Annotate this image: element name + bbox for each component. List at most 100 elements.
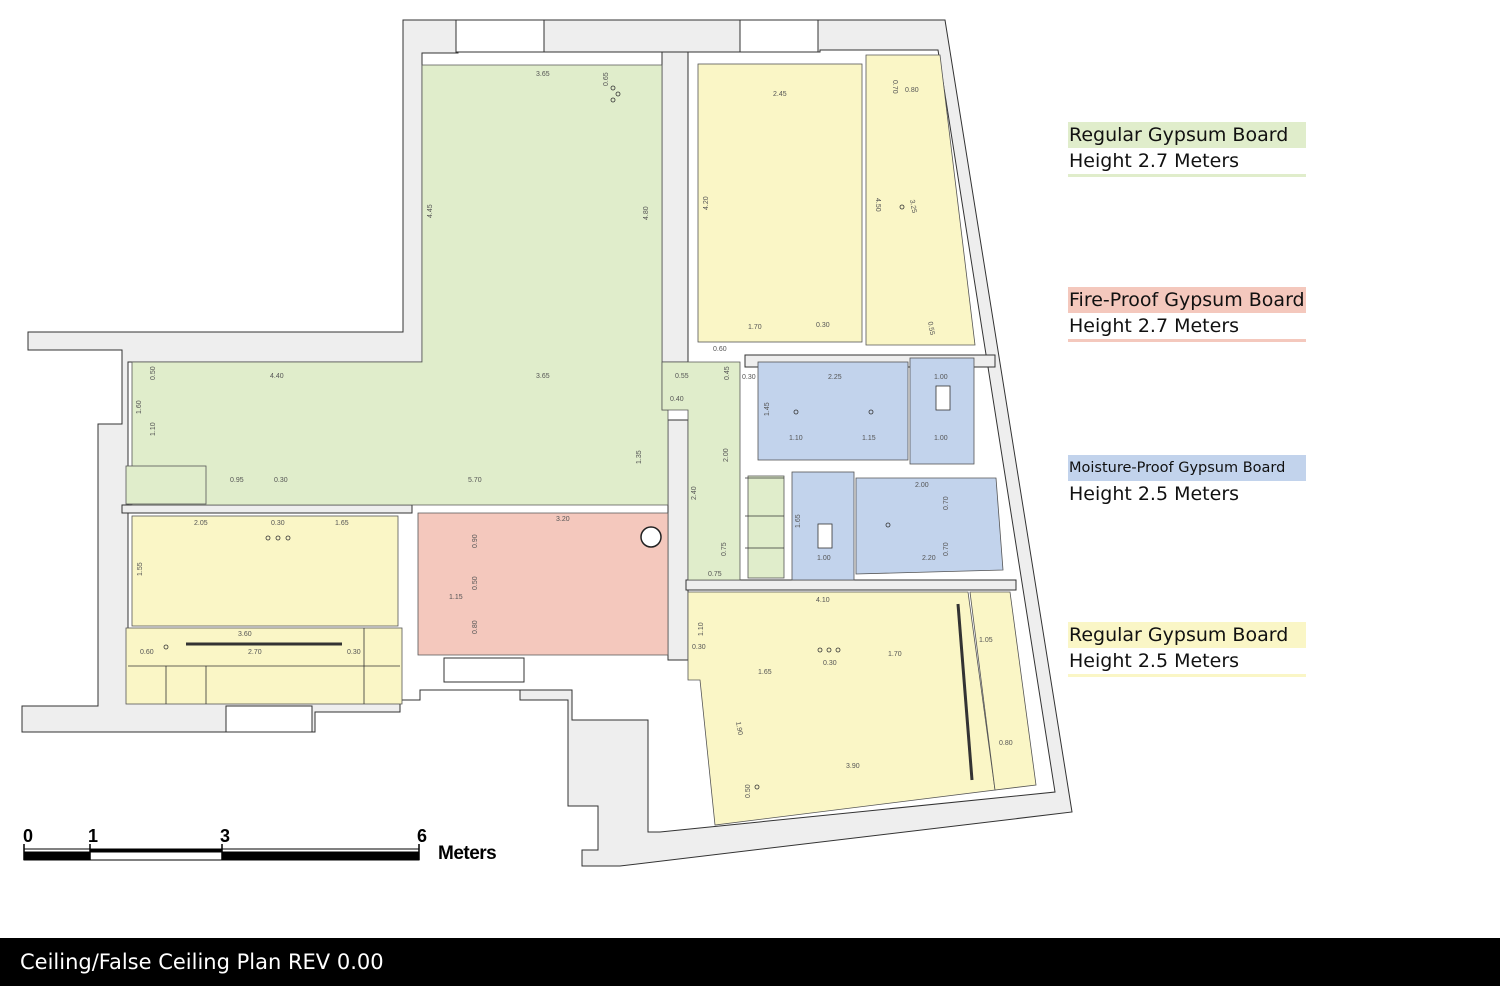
legend-height: Height 2.5 Meters bbox=[1068, 648, 1306, 677]
fixtures bbox=[128, 85, 974, 790]
dimension-label: 4.20 bbox=[703, 196, 710, 210]
legend-height: Height 2.7 Meters bbox=[1068, 148, 1306, 177]
dimension-label: 0.30 bbox=[692, 644, 706, 651]
dimension-label: 1.90 bbox=[734, 721, 743, 736]
partition-wall-5 bbox=[121, 504, 413, 514]
zone-regular-2-5-bedroom-1 bbox=[697, 63, 863, 343]
dimension-label: 2.40 bbox=[691, 486, 698, 500]
zone-regular-2-5-room-left bbox=[131, 515, 399, 627]
dimension-label: 0.40 bbox=[670, 396, 684, 403]
dimension-label: 1.65 bbox=[758, 669, 772, 676]
dimension-label: 0.30 bbox=[271, 520, 285, 527]
dimension-label: 0.70 bbox=[943, 542, 950, 556]
dimension-label: 0.50 bbox=[745, 784, 752, 798]
dimension-label: 1.65 bbox=[335, 520, 349, 527]
dimension-label: 1.10 bbox=[698, 622, 705, 636]
dimension-label: 1.10 bbox=[789, 435, 803, 442]
bottom-window-1 bbox=[225, 705, 313, 733]
dimension-label: 2.00 bbox=[915, 482, 929, 489]
dimension-label: 5.70 bbox=[468, 477, 482, 484]
scale-tick-3: 3 bbox=[220, 826, 231, 846]
legend-item-moisture-proof: Moisture-Proof Gypsum Board Height 2.5 M… bbox=[1068, 455, 1306, 510]
dimension-label: 0.30 bbox=[816, 322, 830, 329]
top-window-2 bbox=[739, 19, 819, 53]
dimension-label: 1.10 bbox=[150, 422, 157, 436]
zone-regular-2-7-closet-2 bbox=[125, 465, 207, 505]
dimension-label: 1.35 bbox=[636, 450, 643, 464]
dimension-label: 0.75 bbox=[708, 571, 722, 578]
legend-height: Height 2.7 Meters bbox=[1068, 313, 1306, 342]
dimension-label: 0.30 bbox=[742, 374, 756, 381]
dimension-label: 0.55 bbox=[926, 321, 935, 336]
dimension-label: 4.45 bbox=[427, 204, 434, 218]
partition-wall-2 bbox=[667, 419, 689, 661]
dimension-label: 0.80 bbox=[999, 740, 1013, 747]
dimension-label: 1.55 bbox=[137, 562, 144, 576]
dimension-label: 0.30 bbox=[823, 660, 837, 667]
dimension-label: 0.30 bbox=[347, 649, 361, 656]
dimension-label: 3.65 bbox=[536, 71, 550, 78]
dimension-label: 4.40 bbox=[270, 373, 284, 380]
dimension-label: 1.65 bbox=[795, 514, 802, 528]
dimension-label: 0.75 bbox=[721, 542, 728, 556]
zone-moisture-proof-bath-2b bbox=[855, 477, 1004, 575]
scale-unit: Meters bbox=[438, 843, 497, 864]
dimension-label: 0.90 bbox=[472, 534, 479, 548]
dimension-label: 3.65 bbox=[536, 373, 550, 380]
dimension-label: 3.20 bbox=[556, 516, 570, 523]
scale-tick-1: 1 bbox=[88, 826, 99, 846]
dimension-label: 2.70 bbox=[248, 649, 262, 656]
dimension-label: 0.50 bbox=[472, 576, 479, 590]
dimension-label: 1.00 bbox=[934, 435, 948, 442]
dimension-label: 0.30 bbox=[274, 477, 288, 484]
scale-tick-6: 6 bbox=[417, 826, 428, 846]
dimension-label: 1.60 bbox=[136, 400, 143, 414]
legend-item-fire-proof: Fire-Proof Gypsum Board Height 2.7 Meter… bbox=[1068, 287, 1306, 342]
zone-moisture-proof-bath-1 bbox=[757, 361, 909, 461]
dimension-label: 4.80 bbox=[643, 206, 650, 220]
dimension-label: 2.05 bbox=[194, 520, 208, 527]
dimension-label: 0.60 bbox=[140, 649, 154, 656]
dimension-label: 0.80 bbox=[472, 620, 479, 634]
dimension-label: 1.70 bbox=[888, 651, 902, 658]
legend-label: Fire-Proof Gypsum Board bbox=[1068, 287, 1306, 313]
dimension-label: 3.60 bbox=[238, 631, 252, 638]
dimension-label: 2.00 bbox=[723, 448, 730, 462]
zone-regular-2-7-corridor bbox=[661, 361, 741, 581]
scale-bar bbox=[23, 844, 420, 861]
legend-label: Regular Gypsum Board bbox=[1068, 122, 1306, 148]
dimension-label: 3.90 bbox=[846, 763, 860, 770]
zone-regular-2-7-main bbox=[131, 64, 669, 506]
partition-wall-1 bbox=[661, 51, 689, 363]
bottom-window-2 bbox=[443, 657, 525, 683]
dimension-label: 2.45 bbox=[773, 91, 787, 98]
dimension-label: 1.00 bbox=[817, 555, 831, 562]
footer-title-bar: Ceiling/False Ceiling Plan REV 0.00 bbox=[0, 938, 1500, 986]
dimension-label: 2.25 bbox=[828, 374, 842, 381]
legend-label: Moisture-Proof Gypsum Board bbox=[1068, 455, 1306, 481]
dimension-label: 0.80 bbox=[905, 87, 919, 94]
zone-moisture-proof-bath-1b bbox=[909, 357, 975, 465]
dimension-label: 1.70 bbox=[748, 324, 762, 331]
zone-regular-2-5-bedroom-2 bbox=[687, 591, 996, 826]
dimension-label: 4.50 bbox=[874, 198, 881, 212]
dimension-label: 0.55 bbox=[675, 373, 689, 380]
dimension-label: 1.15 bbox=[862, 435, 876, 442]
dimension-label: 0.70 bbox=[891, 80, 898, 94]
kitchen-hood-icon bbox=[640, 526, 662, 548]
legend-height: Height 2.5 Meters bbox=[1068, 481, 1306, 510]
zone-regular-2-7-closet-1 bbox=[747, 475, 785, 579]
dimension-label: 2.20 bbox=[922, 555, 936, 562]
dimension-label: 1.45 bbox=[764, 402, 771, 416]
dimension-label: 0.45 bbox=[724, 366, 731, 380]
zone-regular-2-5-wardrobe-1 bbox=[865, 54, 976, 346]
top-window-1 bbox=[455, 19, 545, 53]
ceiling-plan-drawing: 3.65 0.65 4.45 4.80 4.40 3.65 0.55 0.45 … bbox=[21, 19, 1073, 867]
dimension-label: 4.10 bbox=[816, 597, 830, 604]
dimension-label: 0.60 bbox=[713, 346, 727, 353]
dimension-label: 0.95 bbox=[230, 477, 244, 484]
zone-regular-2-5-wardrobe-2 bbox=[969, 591, 1037, 791]
legend-label: Regular Gypsum Board bbox=[1068, 622, 1306, 648]
dimension-label: 1.05 bbox=[979, 637, 993, 644]
zone-fire-proof-kitchen bbox=[417, 512, 669, 656]
